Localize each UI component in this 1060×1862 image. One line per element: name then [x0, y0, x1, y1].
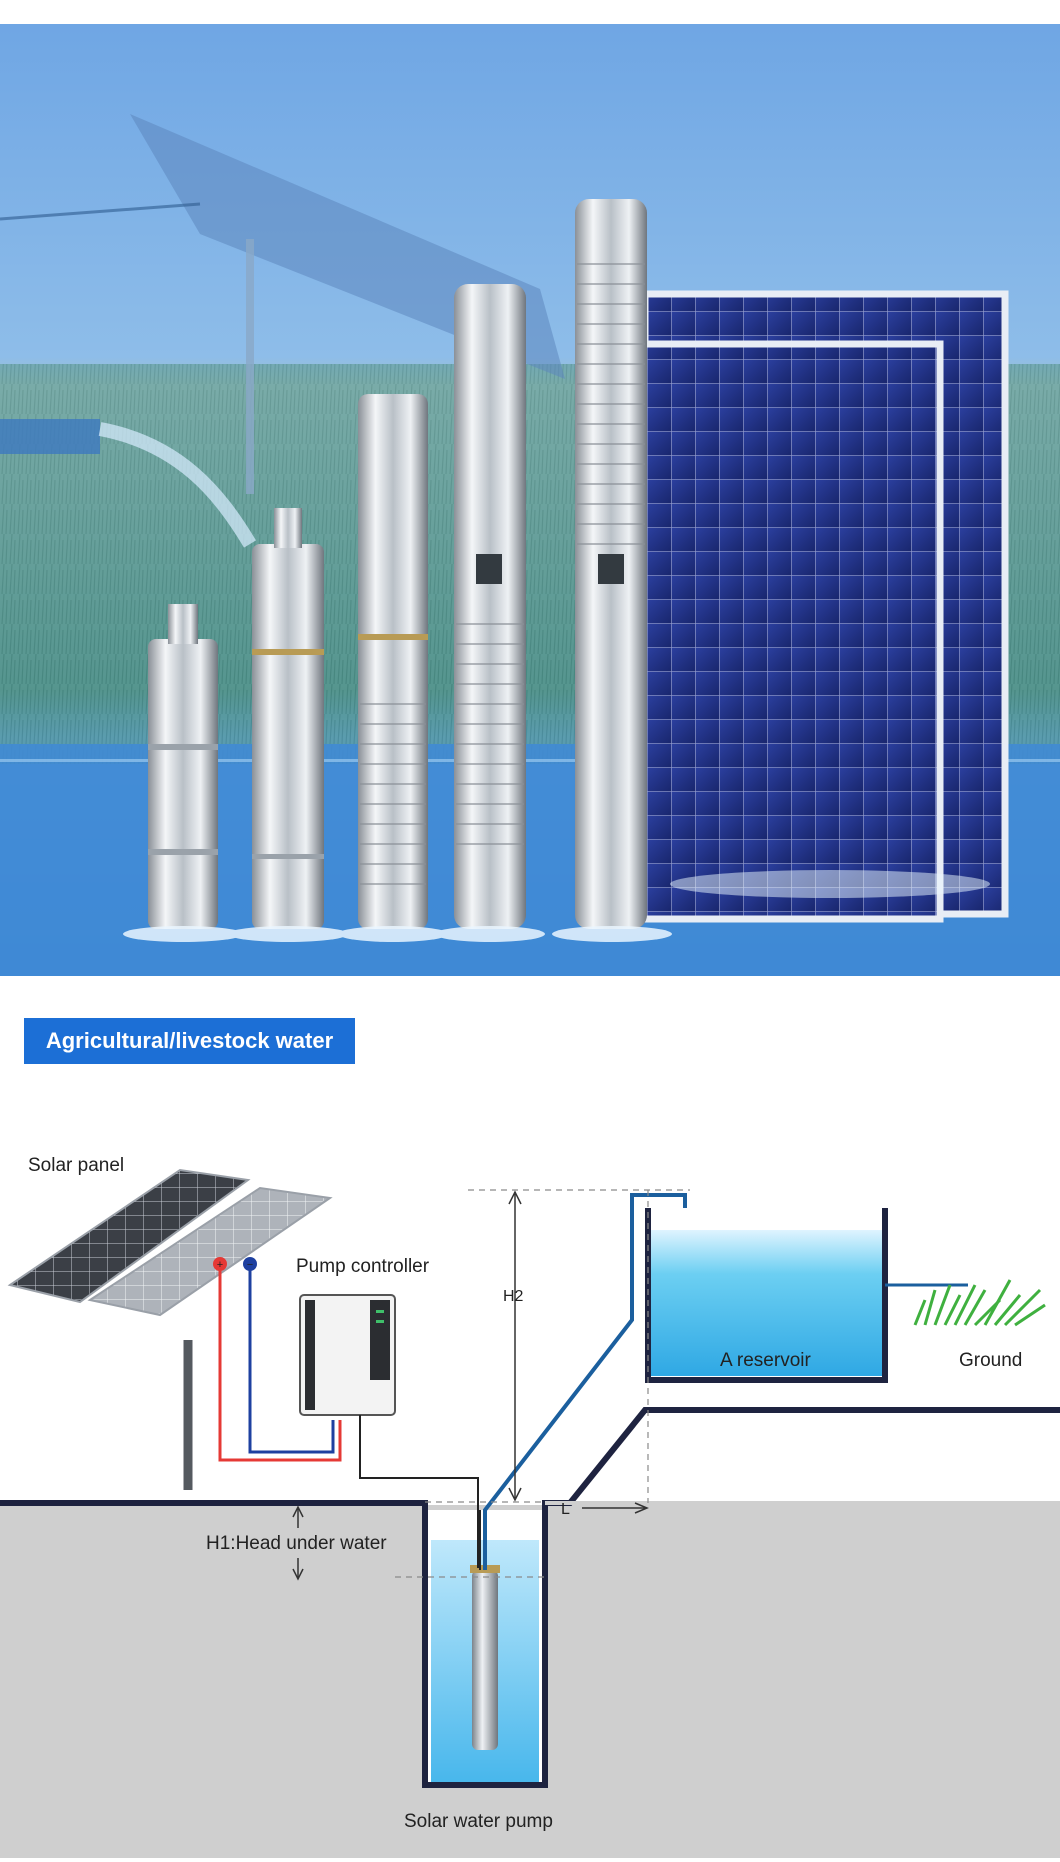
l-label: L — [561, 1501, 570, 1518]
h1-label: H1:Head under water — [206, 1533, 387, 1554]
pump-label: Solar water pump — [404, 1811, 553, 1832]
plus-terminal: + — [217, 1259, 223, 1271]
pump-controller-label: Pump controller — [296, 1256, 430, 1277]
section-title-badge: Agricultural/livestock water — [24, 1018, 355, 1064]
ground-label: Ground — [959, 1350, 1022, 1371]
hero-product-image — [0, 24, 1060, 976]
reservoir-label: A reservoir — [720, 1350, 811, 1371]
h2-label: H2 — [503, 1288, 524, 1305]
minus-terminal: − — [247, 1259, 253, 1271]
solar-panel-label: Solar panel — [28, 1155, 124, 1176]
system-diagram: + − Solar panel Pump controller H2 A res… — [0, 1155, 1060, 1858]
